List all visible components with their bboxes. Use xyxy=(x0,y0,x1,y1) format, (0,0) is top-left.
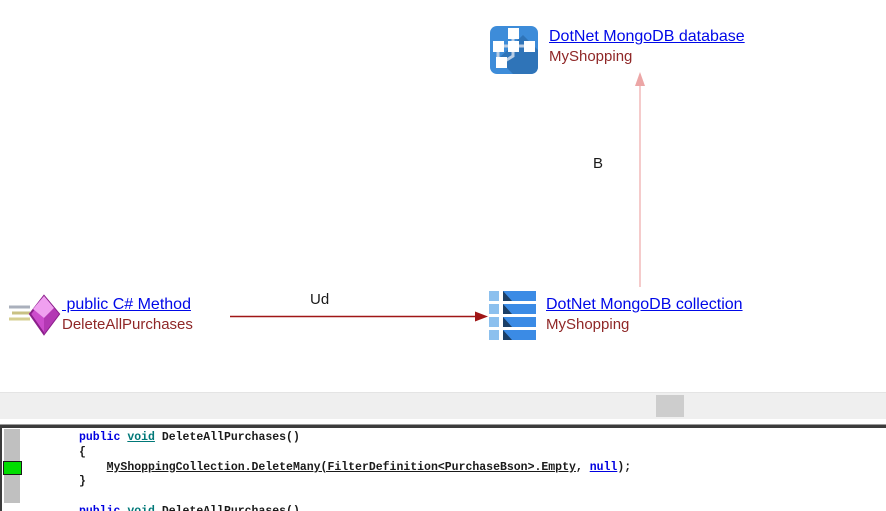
active-line-marker xyxy=(3,461,22,475)
database-title-link[interactable]: DotNet MongoDB database xyxy=(549,28,745,45)
horizontal-scrollbar[interactable] xyxy=(0,392,886,419)
code-link[interactable]: null xyxy=(589,460,618,474)
node-database: DotNet MongoDB database MyShopping xyxy=(549,26,745,66)
scrollbar-thumb[interactable] xyxy=(656,395,684,417)
database-subtitle: MyShopping xyxy=(549,48,633,65)
code-link[interactable]: MyShoppingCollection.DeleteMany(FilterDe… xyxy=(106,460,576,474)
code-line: } xyxy=(79,475,879,490)
node-collection: DotNet MongoDB collection MyShopping xyxy=(546,294,743,334)
method-title-link[interactable]: public C# Method xyxy=(62,296,191,313)
code-panel xyxy=(0,425,886,511)
code-token: DeleteAllPurchases() xyxy=(155,505,300,511)
code-line: public void DeleteAllPurchases() xyxy=(79,431,879,446)
code-token: } xyxy=(79,475,86,489)
edge-b-arrow[interactable] xyxy=(631,70,649,289)
edge-ud-arrow[interactable] xyxy=(226,309,488,324)
method-icon[interactable] xyxy=(6,292,62,340)
code-token: public xyxy=(79,505,120,511)
code-link[interactable]: void xyxy=(127,505,155,511)
code-token: { xyxy=(79,445,86,459)
node-method: public C# Method DeleteAllPurchases xyxy=(62,294,193,334)
code-token: DeleteAllPurchases() xyxy=(154,431,300,444)
collection-title-link[interactable]: DotNet MongoDB collection xyxy=(546,296,743,313)
database-icon[interactable] xyxy=(490,26,538,74)
code-token: ); xyxy=(617,460,632,474)
edge-b-label: B xyxy=(593,155,604,172)
collection-icon[interactable] xyxy=(489,291,536,340)
code-token xyxy=(79,461,107,474)
code-link[interactable]: void xyxy=(127,431,155,444)
code-token: , xyxy=(575,460,590,474)
method-subtitle: DeleteAllPurchases xyxy=(62,316,193,333)
edge-ud-label: Ud xyxy=(310,291,330,308)
collection-subtitle: MyShopping xyxy=(546,316,630,333)
diagram-canvas[interactable]: DotNet MongoDB database MyShopping publi… xyxy=(0,0,886,392)
code-line xyxy=(79,490,879,505)
code-token: public xyxy=(79,431,121,444)
code-line: { xyxy=(79,446,879,461)
code-line: MyShoppingCollection.DeleteMany(FilterDe… xyxy=(79,461,879,476)
code-lines: public void DeleteAllPurchases(){ MyShop… xyxy=(79,431,879,511)
code-line: public void DeleteAllPurchases() xyxy=(79,505,879,511)
